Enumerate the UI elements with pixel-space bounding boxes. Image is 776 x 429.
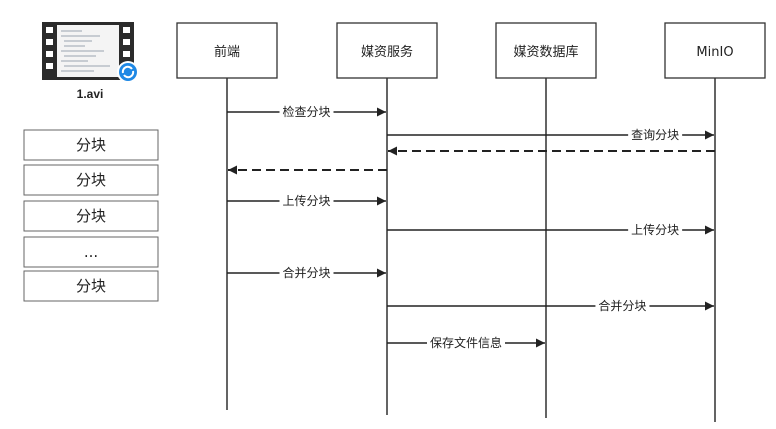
message-label-bg bbox=[279, 192, 334, 209]
chunk-box: 分块 bbox=[23, 129, 159, 161]
chunk-box: 分块 bbox=[23, 270, 159, 302]
message: 合并分块 bbox=[227, 264, 386, 281]
message: 查询分块 bbox=[387, 126, 714, 143]
chunk-box-frame bbox=[23, 270, 159, 302]
actor-label: 媒资数据库 bbox=[513, 44, 578, 60]
chunk-label: 分块 bbox=[76, 171, 106, 189]
message: 上传分块 bbox=[387, 221, 714, 238]
message-label-bg bbox=[628, 126, 683, 143]
message: 上传分块 bbox=[227, 192, 386, 209]
chunk-label: 分块 bbox=[76, 136, 106, 154]
message-label: 上传分块 bbox=[282, 193, 330, 208]
message-label-bg bbox=[279, 264, 334, 281]
message-label: 合并分块 bbox=[598, 298, 646, 313]
message-label-bg bbox=[595, 297, 650, 314]
actor-box: 媒资数据库 bbox=[495, 22, 597, 79]
message-label: 检查分块 bbox=[282, 104, 330, 119]
file-name: 1.avi bbox=[77, 87, 104, 101]
chunk-box: ... bbox=[23, 236, 159, 268]
actor-box-frame bbox=[664, 22, 766, 79]
actor-box-frame bbox=[495, 22, 597, 79]
message: 合并分块 bbox=[387, 297, 714, 314]
actor-box: 前端 bbox=[176, 22, 278, 79]
chunk-label: 分块 bbox=[76, 207, 106, 225]
chunk-box: 分块 bbox=[23, 164, 159, 196]
chunk-box-frame bbox=[23, 200, 159, 232]
actor-box: 媒资服务 bbox=[336, 22, 438, 79]
chunk-box-frame bbox=[23, 164, 159, 196]
actor-label: MinIO bbox=[696, 45, 733, 60]
message-label: 上传分块 bbox=[631, 222, 679, 237]
cloud-sync-icon bbox=[117, 61, 139, 83]
chunk-box-frame bbox=[23, 129, 159, 161]
actor-box-frame bbox=[176, 22, 278, 79]
chunk-label: ... bbox=[84, 243, 98, 261]
chunk-label: 分块 bbox=[76, 277, 106, 295]
message: 检查分块 bbox=[227, 103, 386, 120]
message-label: 合并分块 bbox=[282, 265, 330, 280]
chunk-box: 分块 bbox=[23, 200, 159, 232]
actor-label: 前端 bbox=[214, 44, 240, 60]
message-label: 查询分块 bbox=[631, 128, 679, 142]
message: 保存文件信息 bbox=[387, 334, 545, 351]
actor-box: MinIO bbox=[664, 22, 766, 79]
message-label-bg bbox=[427, 334, 505, 351]
message-label-bg bbox=[279, 103, 334, 120]
message-label: 保存文件信息 bbox=[430, 335, 502, 350]
actor-label: 媒资服务 bbox=[361, 44, 413, 60]
message-label-bg bbox=[628, 221, 683, 238]
actor-box-frame bbox=[336, 22, 438, 79]
chunk-box-frame bbox=[23, 236, 159, 268]
actor-row: 前端 媒资服务 媒资数据库 MinIO bbox=[176, 22, 766, 79]
video-file-icon bbox=[42, 22, 134, 80]
